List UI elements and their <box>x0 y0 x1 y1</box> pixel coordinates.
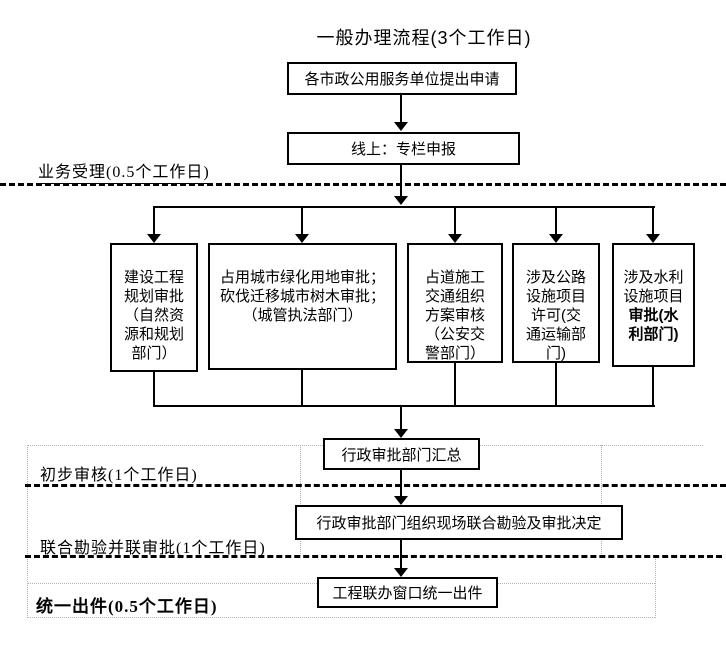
gridline <box>601 445 602 556</box>
stage-label-joint: 联合勘验并联审批(1个工作日) <box>40 540 266 557</box>
arrow-down-icon <box>295 234 309 243</box>
gridline <box>27 617 655 618</box>
highway-permit-label: 涉及公路 设施项目 许可(交 通运输部 门) <box>525 269 586 362</box>
planning-approval-box: 建设工程 规划审批 （自然资 源和规划 部门） <box>110 243 198 372</box>
stage-label-acceptance: 业务受理(0.5个工作日) <box>38 158 210 184</box>
greening-approval-label: 占用城市绿化用地审批； 砍伐迁移城市树木审批； （城管执法部门） <box>219 269 385 324</box>
arrow-down-icon <box>394 496 408 505</box>
arrow-down-icon <box>394 196 408 205</box>
flow-connector <box>555 208 557 234</box>
summary-box: 行政审批部门汇总 <box>323 438 480 470</box>
gridline <box>655 556 656 618</box>
greening-approval-box: 占用城市绿化用地审批； 砍伐迁移城市树木审批； （城管执法部门） <box>208 243 397 370</box>
flow-connector <box>652 208 654 234</box>
gridline <box>300 445 301 556</box>
arrow-down-icon <box>549 234 563 243</box>
joint-inspection-label: 行政审批部门组织现场联合勘验及审批决定 <box>316 515 602 532</box>
traffic-plan-box: 占道施工 交通组织 方案审核 （公安交 警部门） <box>407 243 503 363</box>
arrow-down-icon <box>394 122 408 131</box>
flow-connector <box>454 208 456 234</box>
merge-bar <box>153 405 655 407</box>
arrow-down-icon <box>646 234 660 243</box>
joint-inspection-box: 行政审批部门组织现场联合勘验及审批决定 <box>295 505 623 540</box>
apply-box: 各市政公用服务单位提出申请 <box>287 62 517 95</box>
arrow-down-icon <box>147 234 161 243</box>
flow-connector <box>400 540 402 568</box>
online-report-box: 线上：专栏申报 <box>287 132 520 165</box>
flow-connector <box>652 367 654 405</box>
flow-connector <box>301 370 303 405</box>
flow-connector <box>400 165 402 196</box>
flow-connector <box>153 372 155 405</box>
water-approval-label-bold: 审批(水 利部门) <box>628 307 679 343</box>
highway-permit-box: 涉及公路 设施项目 许可(交 通运输部 门) <box>512 243 600 363</box>
stage-label-output: 统一出件(0.5个工作日) <box>36 597 218 616</box>
flow-connector <box>400 407 402 429</box>
flow-connector <box>454 363 456 405</box>
water-approval-label: 涉及水利 设施项目 <box>623 269 684 305</box>
water-approval-box: 涉及水利 设施项目 审批(水 利部门) <box>612 243 695 367</box>
stage-divider <box>0 183 726 186</box>
planning-approval-label: 建设工程 规划审批 （自然资 源和规划 部门） <box>123 269 184 362</box>
traffic-plan-label: 占道施工 交通组织 方案审核 （公安交 警部门） <box>424 269 485 362</box>
apply-box-label: 各市政公用服务单位提出申请 <box>304 71 500 88</box>
arrow-down-icon <box>394 568 408 577</box>
flow-connector <box>400 470 402 496</box>
flow-connector <box>400 95 402 122</box>
online-report-label: 线上：专栏申报 <box>350 141 456 158</box>
stage-divider <box>25 555 722 558</box>
gridline <box>27 445 28 618</box>
stage-label-preliminary: 初步审核(1个工作日) <box>40 467 198 484</box>
unified-output-box: 工程联办窗口统一出件 <box>317 577 498 608</box>
distribution-bar <box>153 206 655 208</box>
flowchart-title: 一般办理流程(3个工作日) <box>316 28 532 48</box>
flow-connector <box>555 363 557 405</box>
stage-divider <box>25 484 726 487</box>
summary-box-label: 行政审批部门汇总 <box>341 446 462 464</box>
unified-output-label: 工程联办窗口统一出件 <box>332 585 483 602</box>
arrow-down-icon <box>448 234 462 243</box>
flow-connector <box>301 208 303 234</box>
arrow-down-icon <box>394 429 408 438</box>
flow-connector <box>153 208 155 234</box>
